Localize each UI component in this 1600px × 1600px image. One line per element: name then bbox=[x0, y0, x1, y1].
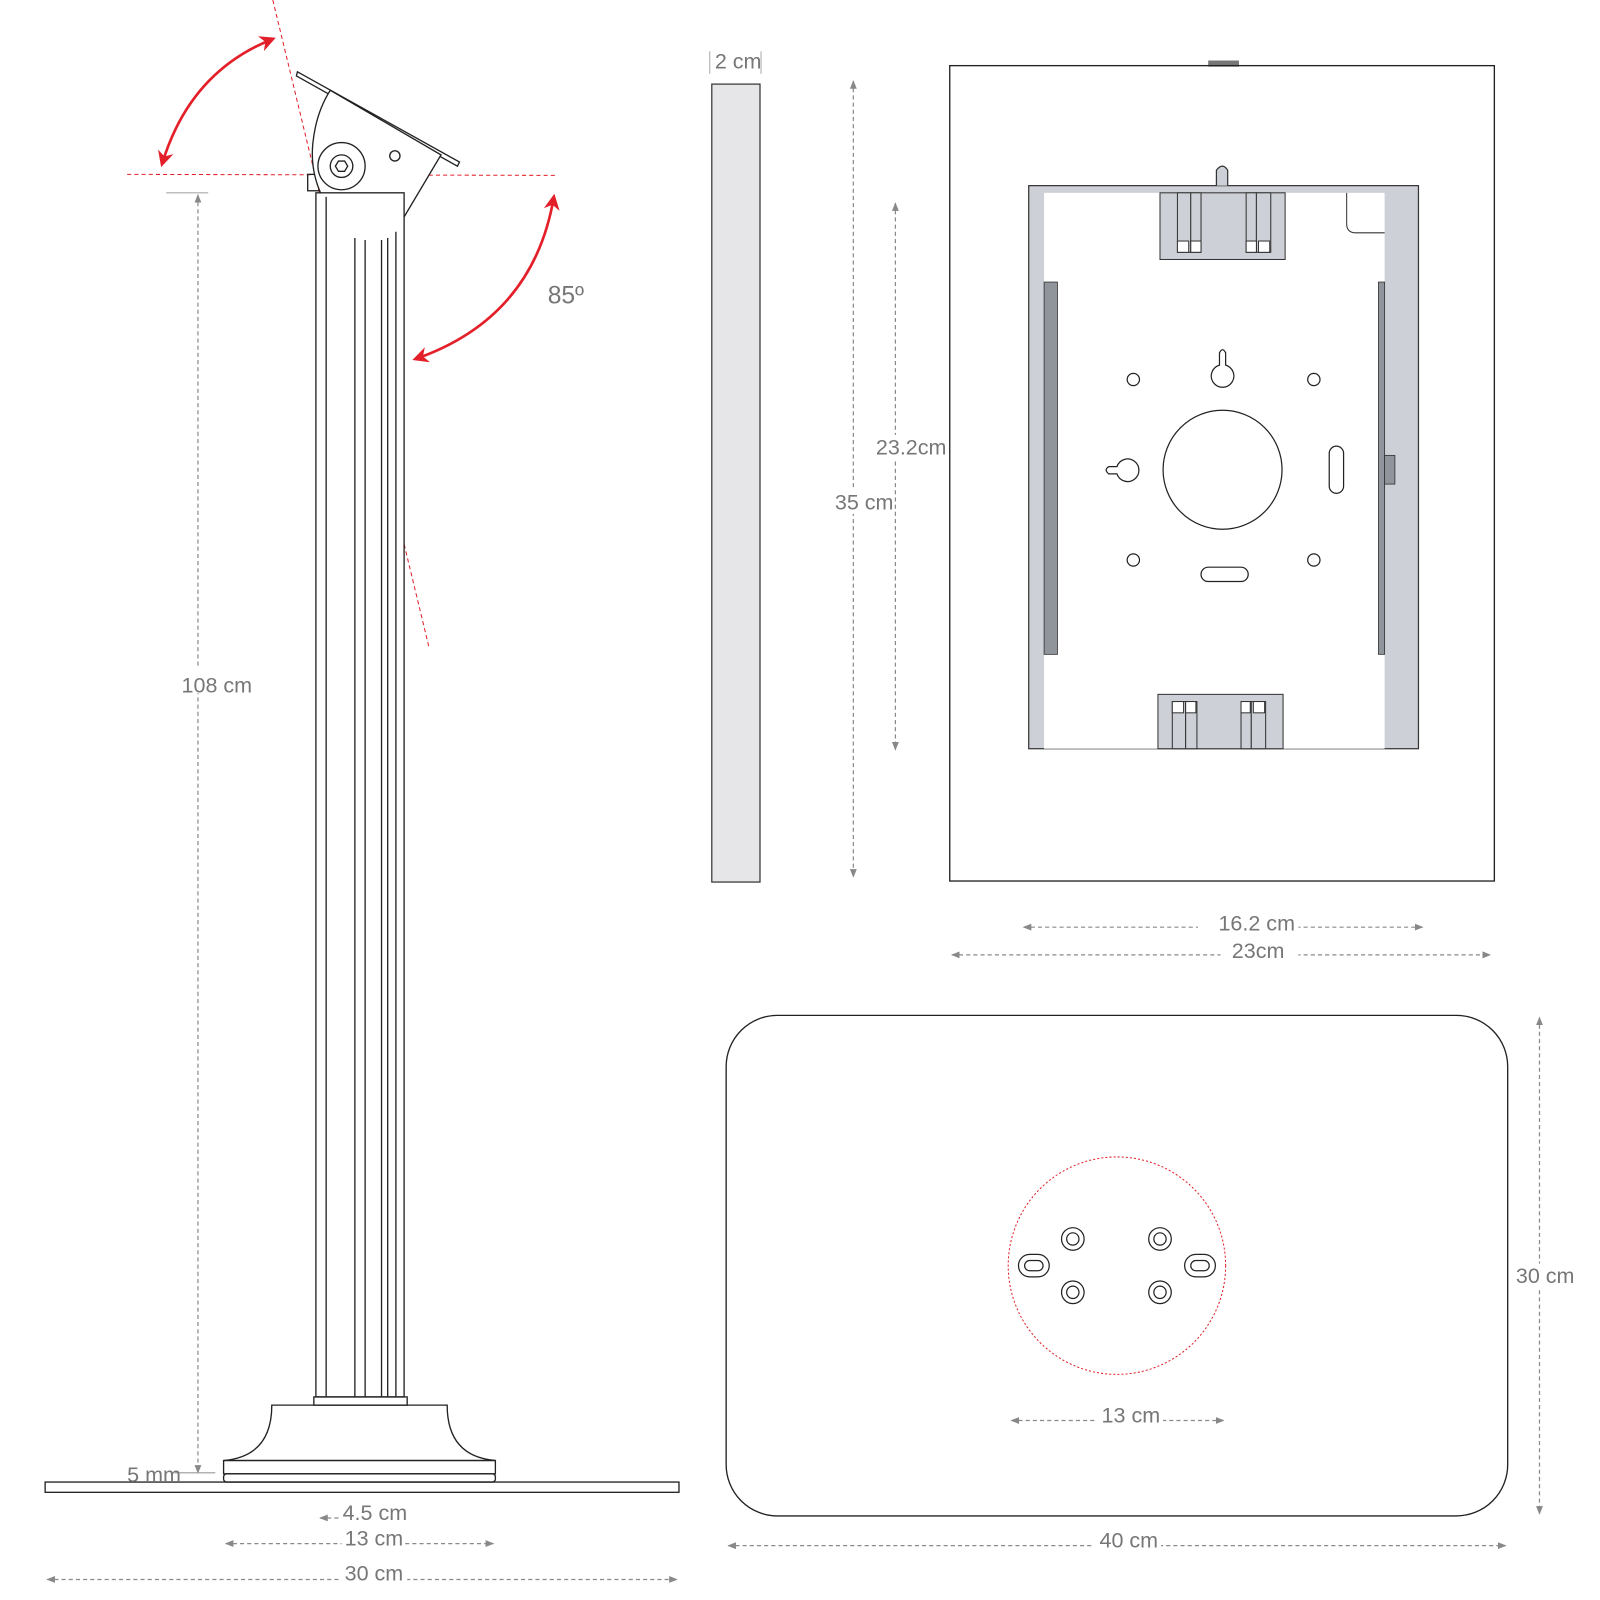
tilt-arc-arrow-lower bbox=[412, 193, 560, 363]
inner-height-label: 23.2cm bbox=[876, 435, 947, 459]
enclosure-front: 35 cm 23.2cm bbox=[832, 60, 1496, 964]
floor-plate bbox=[44, 1481, 680, 1493]
left-grip-strip bbox=[1043, 281, 1058, 655]
outer-height-label: 35 cm bbox=[835, 491, 894, 515]
base-bolt-holes bbox=[1017, 1227, 1216, 1305]
enclosure-profile: 2 cm bbox=[709, 50, 762, 883]
base-depth-label: 30 cm bbox=[1516, 1264, 1575, 1288]
base-width-label: 40 cm bbox=[1099, 1529, 1158, 1553]
mount-circle-label: 13 cm bbox=[1102, 1404, 1161, 1428]
depth-label: 2 cm bbox=[715, 50, 762, 74]
mounting-holes bbox=[1105, 349, 1345, 583]
height-label: 108 cm bbox=[182, 673, 253, 697]
stand-base bbox=[44, 1404, 680, 1493]
bottom-clamp bbox=[1157, 693, 1284, 750]
base-thickness-label: 5 mm bbox=[127, 1463, 181, 1487]
tilt-angle-label: 85º bbox=[548, 283, 584, 310]
inner-width-label: 16.2 cm bbox=[1218, 911, 1295, 935]
knob-icon bbox=[317, 141, 366, 191]
stand-side-view: 85º bbox=[44, 0, 680, 1586]
top-clamp bbox=[1159, 192, 1286, 260]
foot-width-label: 13 cm bbox=[345, 1527, 404, 1551]
mount-circle bbox=[1007, 1156, 1227, 1375]
pole-width-label: 4.5 cm bbox=[343, 1501, 408, 1525]
outer-width-label: 23cm bbox=[1232, 939, 1285, 963]
tilt-arc-arrow-upper bbox=[158, 36, 276, 168]
lock-knob-icon bbox=[1208, 60, 1239, 67]
pole bbox=[313, 192, 408, 1406]
base-plate-top-view: 13 cm 40 cm 30 cm bbox=[725, 1014, 1578, 1553]
floor-plate-width-label: 30 cm bbox=[345, 1562, 404, 1586]
